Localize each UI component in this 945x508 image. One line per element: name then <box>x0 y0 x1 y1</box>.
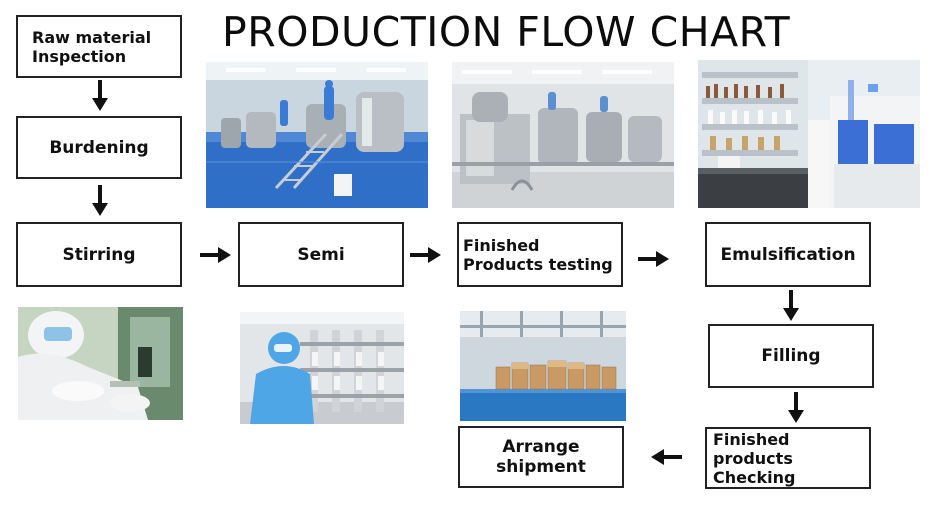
step-label-line-2: Products testing <box>463 254 613 274</box>
photo-processing-equipment <box>452 62 674 208</box>
step-burdening: Burdening <box>16 116 182 179</box>
step-label-line-1: Raw material <box>32 27 152 47</box>
arrow-down-icon <box>92 80 108 111</box>
step-label: Burdening <box>49 137 149 158</box>
photo-mixing-tanks <box>206 62 428 208</box>
step-label-line-2: shipment <box>496 457 586 477</box>
photo-filling-line-worker <box>240 312 404 424</box>
arrow-down-icon <box>788 392 804 423</box>
step-label: Emulsification <box>720 244 856 265</box>
arrow-right-icon <box>200 247 231 263</box>
step-label: Filling <box>761 346 821 366</box>
step-label-line-2: products Checking <box>713 448 796 487</box>
photo-warehouse <box>460 311 626 421</box>
photo-laboratory <box>698 60 920 208</box>
photo-workers-gloves <box>18 307 183 420</box>
step-label-line-1: Finished <box>463 235 540 255</box>
arrow-left-icon <box>651 449 682 465</box>
arrow-right-icon <box>410 247 441 263</box>
arrow-down-icon <box>92 185 108 216</box>
step-label-line-1: Finished <box>713 429 790 449</box>
step-stirring: Stirring <box>16 222 182 287</box>
step-emulsification: Emulsification <box>705 222 871 287</box>
step-label-line-1: Arrange <box>502 437 580 457</box>
step-semi: Semi <box>238 222 404 287</box>
chart-title: PRODUCTION FLOW CHART <box>222 8 791 56</box>
arrow-down-icon <box>783 290 799 321</box>
step-label: Semi <box>297 244 345 265</box>
step-filling: Filling <box>708 324 874 388</box>
step-label-line-2: Inspection <box>32 46 127 66</box>
arrow-right-icon <box>638 251 669 267</box>
step-label: Stirring <box>62 244 136 265</box>
